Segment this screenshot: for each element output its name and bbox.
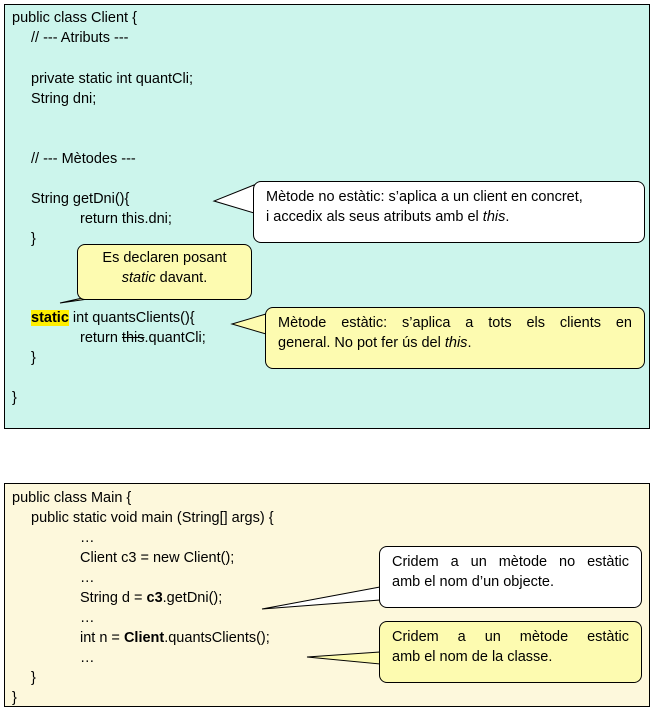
main-line-ellipsis-4: … (80, 650, 95, 666)
client-comment-methods: // --- Mètodes --- (31, 151, 136, 167)
client-line-close-class: } (12, 390, 17, 406)
main-line-close-class: } (12, 690, 17, 706)
object-name: c3 (146, 590, 163, 606)
main-line-ellipsis-2: … (80, 570, 95, 586)
pointer-nonstatic (212, 184, 255, 214)
client-line-return-quantcli: return this.quantCli; (80, 330, 206, 346)
client-line-close-getdni: } (31, 231, 36, 247)
client-line-quantcli: private static int quantCli; (31, 71, 193, 87)
class-name: Client (123, 630, 165, 646)
callout-call-by-class: Cridem a un mètode estàtic amb el nom de… (379, 621, 642, 683)
client-line-dni: String dni; (31, 91, 97, 107)
callout-nonstatic-method: Mètode no estàtic: s’aplica a un client … (253, 181, 645, 243)
main-line-close-method: } (31, 670, 36, 686)
main-line-static-call: int n = Client.quantsClients(); (80, 630, 270, 646)
main-line-method: public static void main (String[] args) … (31, 510, 274, 526)
client-line-quantsclients: static int quantsClients(){ (31, 310, 195, 326)
main-line-ellipsis-3: … (80, 610, 95, 626)
callout-static-method: Mètode estàtic: s’aplica a tots els clie… (265, 307, 645, 369)
client-line-class: public class Client { (12, 10, 137, 26)
main-line-getdni-call: String d = c3.getDni(); (80, 590, 223, 606)
client-line-close-method: } (31, 350, 36, 366)
callout-declare-static: Es declaren posant static davant. (77, 244, 252, 300)
struck-this: this (121, 330, 145, 346)
pointer-call-class (306, 651, 381, 665)
pointer-call-object (261, 586, 381, 610)
callout-call-by-object: Cridem a un mètode no estàtic amb el nom… (379, 546, 642, 608)
main-line-class: public class Main { (12, 490, 132, 506)
client-line-return-dni: return this.dni; (80, 211, 172, 227)
client-line-getdni: String getDni(){ (31, 191, 130, 207)
pointer-static (230, 313, 267, 335)
static-keyword: static (31, 310, 69, 326)
client-comment-attributes: // --- Atributs --- (31, 30, 129, 46)
main-line-ellipsis-1: … (80, 530, 95, 546)
main-line-new-client: Client c3 = new Client(); (80, 550, 235, 566)
